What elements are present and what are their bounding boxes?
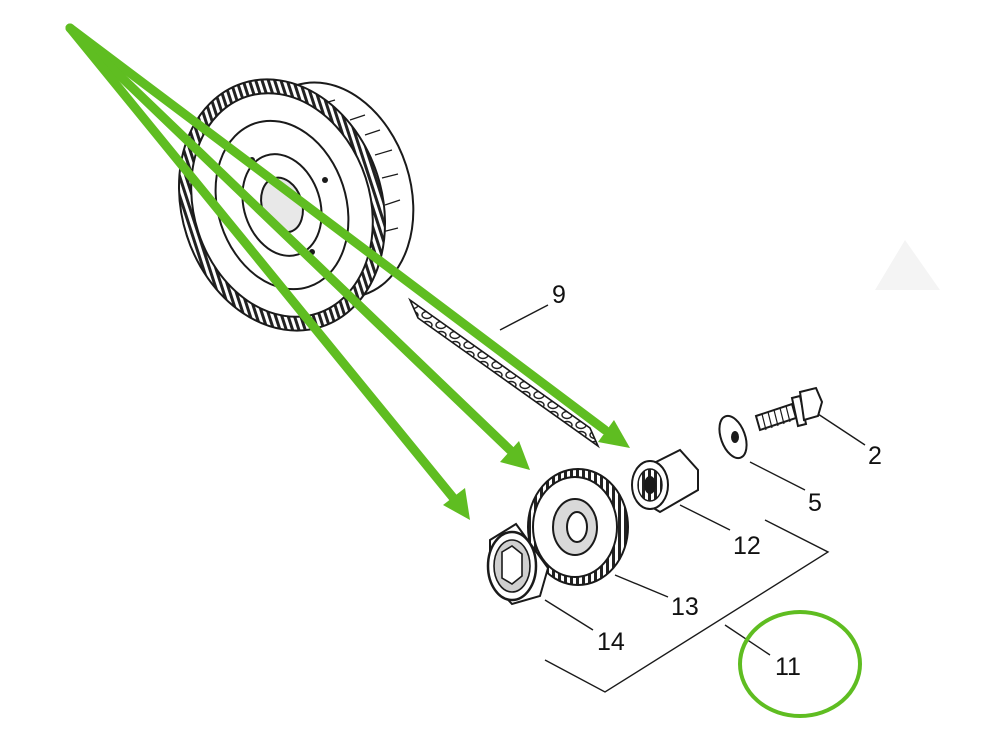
bolt-threads [761,405,791,431]
bolt [754,386,824,432]
callout-5: 5 [808,489,822,517]
highlight-circle [738,610,862,718]
assembly-bracket [544,519,830,693]
leader-14 [544,599,594,631]
green-arrowhead [500,441,530,470]
green-annotation-arrows [65,23,630,520]
green-arrow-line [65,23,460,505]
green-arrowhead [598,420,630,448]
green-arrow-line [65,23,515,455]
callout-9: 9 [552,281,566,309]
clutch-basket-assembly [177,78,415,332]
leader-2 [817,413,866,446]
washer-hole [731,431,739,443]
callout-13: 13 [671,593,699,621]
leader-13 [614,574,669,598]
callout-14: 14 [597,628,625,656]
green-arrow-line [65,23,610,435]
nut-hex [501,545,523,585]
callout-12: 12 [733,532,761,560]
chain-body [408,297,600,449]
primary-chain [408,297,600,449]
leader-9 [499,304,549,331]
sprocket-bore [566,511,588,543]
engine-sprocket [527,468,629,586]
washer [718,414,748,460]
background-shape [875,240,940,290]
spacer-bore [644,476,656,494]
compensator-nut [486,522,550,606]
hub-bolt-hole [322,177,328,183]
leader-5 [749,461,806,491]
bolt-flange [790,394,808,428]
callout-2: 2 [868,442,882,470]
ring-gear-inner [214,119,350,291]
green-arrowhead [443,488,470,520]
callout-11: 11 [775,653,801,681]
hub-outer [241,153,323,257]
sprocket-spacer [631,448,699,514]
leader-12 [679,504,731,531]
leader-lines [499,304,866,656]
bolt-head [798,386,824,422]
